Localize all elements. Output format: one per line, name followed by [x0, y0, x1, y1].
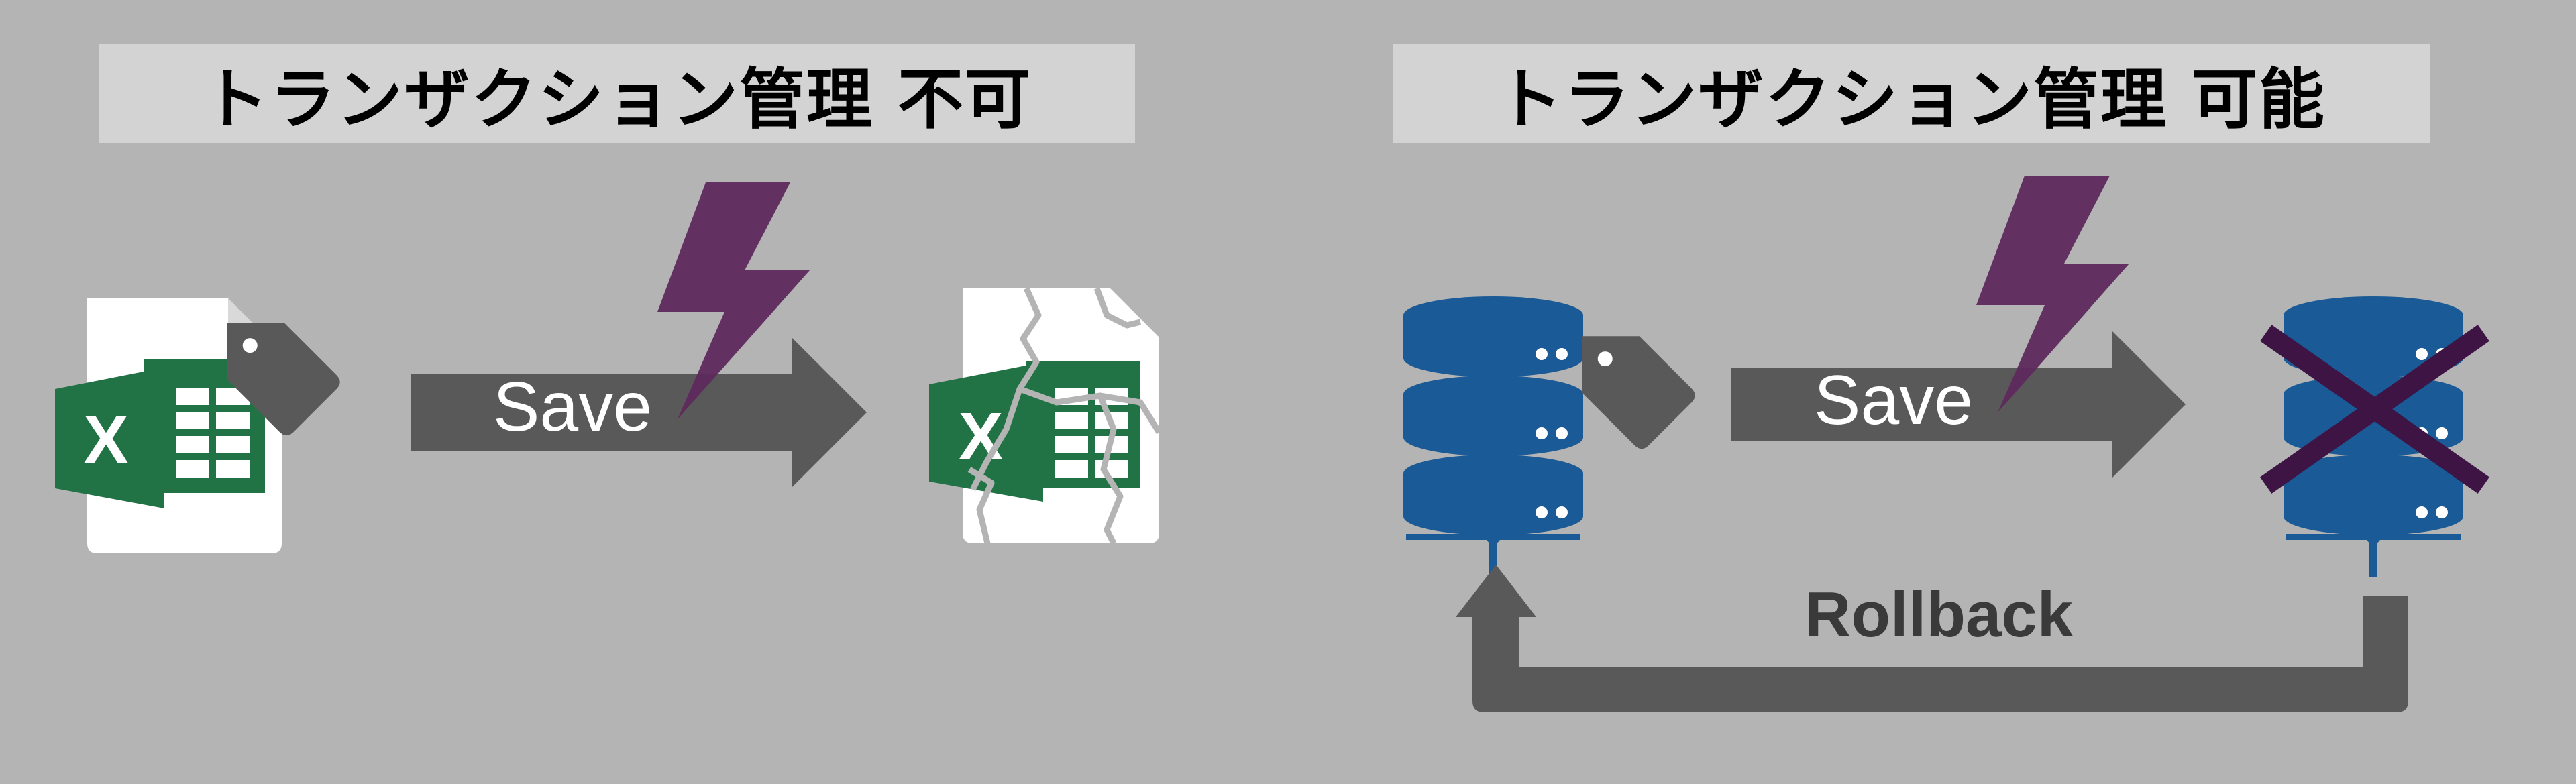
tag-icon: [227, 323, 340, 436]
title-right-transaction: トランザクション管理 可能: [1393, 44, 2430, 143]
save-label-right: Save: [1814, 361, 1974, 439]
rollback-label: Rollback: [1805, 579, 2074, 651]
excel-letter: X: [84, 402, 129, 478]
save-arrow-left: [411, 337, 867, 488]
rollback-arrow: [1456, 565, 2408, 712]
cross-icon: [2260, 325, 2489, 494]
save-label-left: Save: [493, 368, 653, 446]
tag-icon: [1582, 336, 1695, 449]
broken-excel-icon: X: [929, 287, 1162, 545]
database-icon-failed: [2284, 296, 2463, 577]
lightning-icon: [1976, 176, 2129, 412]
save-arrow-right: [1731, 331, 2186, 478]
title-left-no-transaction: トランザクション管理 不可: [99, 44, 1135, 143]
broken-excel-letter: X: [959, 399, 1004, 474]
lightning-icon: [657, 182, 810, 419]
title-left-text: トランザクション管理 不可: [202, 61, 1032, 138]
database-icon: [1403, 296, 1583, 577]
title-right-text: トランザクション管理 可能: [1496, 61, 2326, 138]
